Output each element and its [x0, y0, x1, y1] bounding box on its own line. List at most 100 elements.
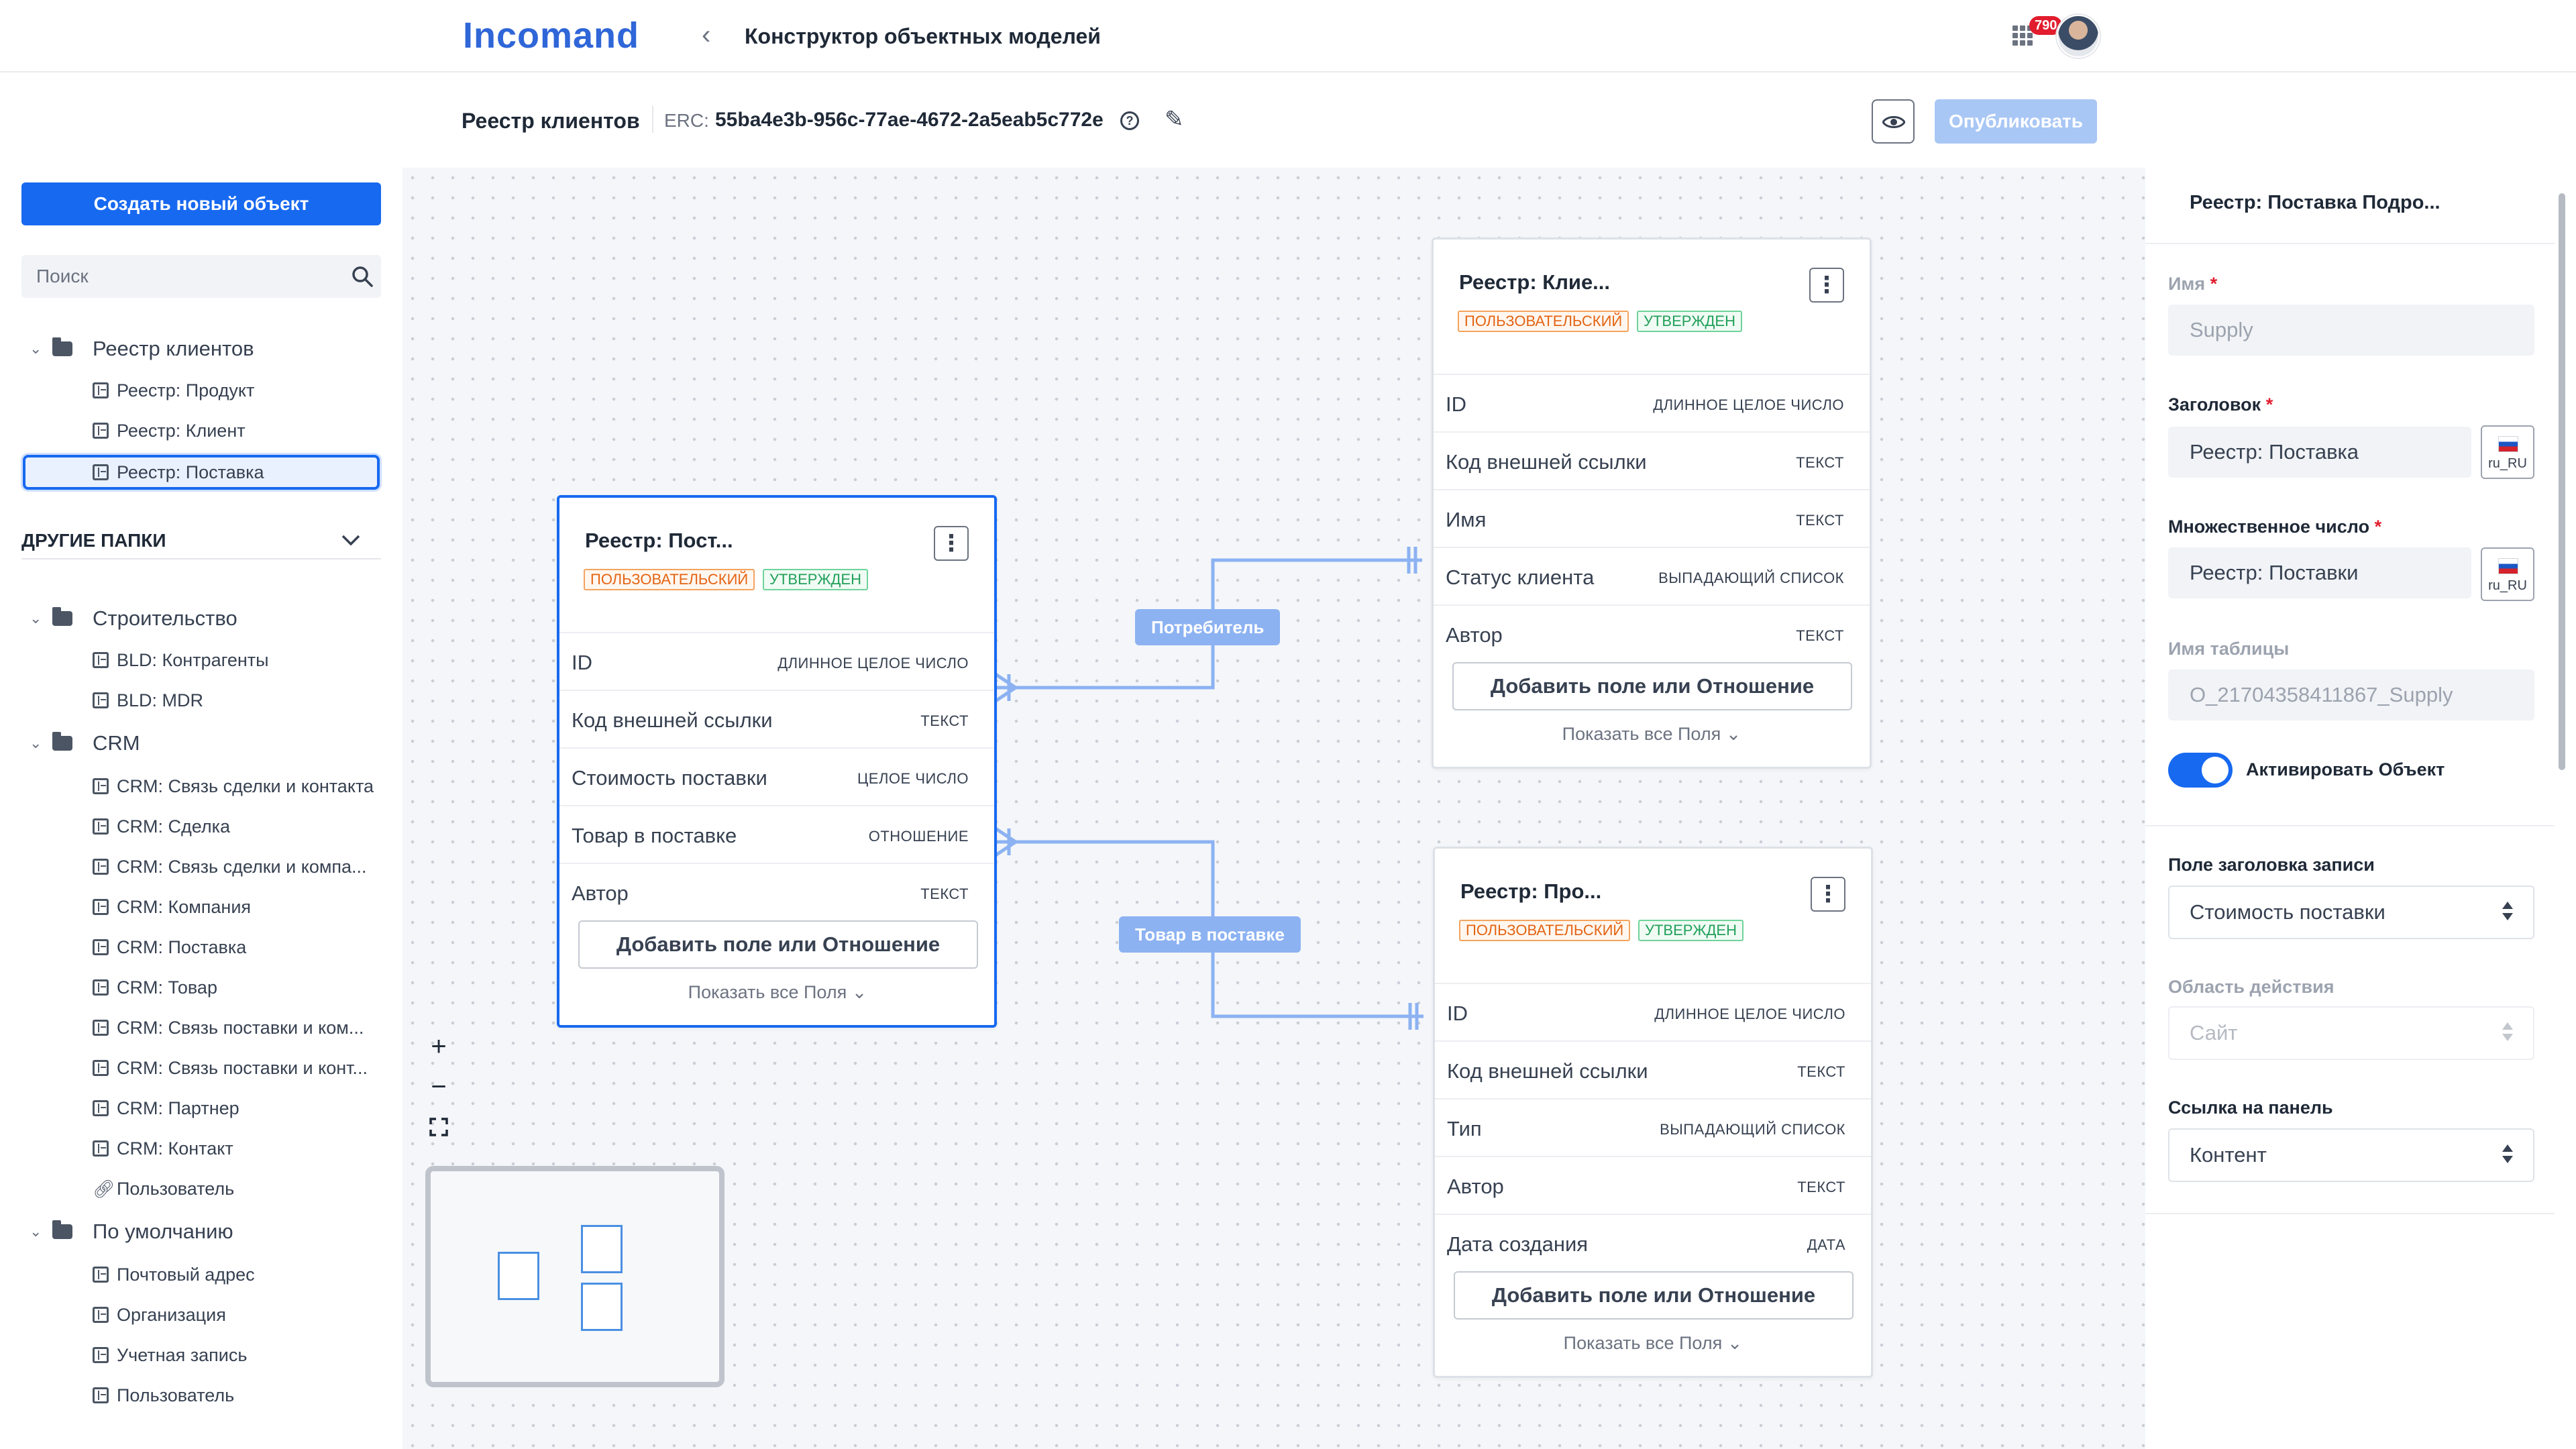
- other-folders-toggle[interactable]: ДРУГИЕ ПАПКИ: [21, 519, 381, 559]
- chevron-down-icon[interactable]: ⌄: [30, 735, 42, 751]
- search-icon[interactable]: [350, 264, 374, 288]
- tree-item-label: Реестр: Клиент: [117, 420, 246, 441]
- caption-locale-button[interactable]: ru_RU: [2481, 425, 2534, 479]
- help-icon[interactable]: ?: [1120, 111, 1139, 130]
- tree-item[interactable]: BLD: MDR: [93, 682, 203, 719]
- minimap[interactable]: [425, 1166, 724, 1387]
- show-all-fields-button[interactable]: Показать все Поля ⌄: [559, 982, 996, 1003]
- search-field[interactable]: [21, 255, 381, 298]
- fit-screen-icon[interactable]: [420, 1107, 458, 1147]
- tree-item-label: Реестр: Поставка: [117, 462, 264, 482]
- updown-chevron-icon: [2501, 1020, 2514, 1046]
- tree-item[interactable]: Учетная запись: [93, 1336, 247, 1374]
- folder-registry-clients[interactable]: ⌄ Реестр клиентов: [0, 330, 254, 368]
- tree-item[interactable]: CRM: Связь сделки и компа...: [93, 848, 367, 885]
- plural-locale-button[interactable]: ru_RU: [2481, 547, 2534, 601]
- tree-item[interactable]: CRM: Связь поставки и ком...: [93, 1009, 364, 1046]
- activate-object-toggle[interactable]: [2168, 753, 2233, 788]
- updown-chevron-icon: [2501, 899, 2514, 926]
- tree-item[interactable]: Почтовый адрес: [93, 1256, 255, 1293]
- badge-custom: ПОЛЬЗОВАТЕЛЬСКИЙ: [584, 569, 755, 590]
- chevron-down-icon[interactable]: ⌄: [30, 340, 42, 357]
- add-field-button[interactable]: Добавить поле или Отношение: [1452, 662, 1852, 710]
- tree-item-label: Организация: [117, 1304, 226, 1325]
- tree-item[interactable]: CRM: Сделка: [93, 808, 230, 845]
- search-input[interactable]: [36, 255, 331, 298]
- preview-button[interactable]: [1872, 99, 1915, 144]
- folder-construction[interactable]: ⌄Строительство: [0, 600, 237, 637]
- entity-card-supply[interactable]: Реестр: Пост... ⋮ ПОЛЬЗОВАТЕЛЬСКИЙ УТВЕР…: [557, 495, 997, 1028]
- tree-item[interactable]: CRM: Контакт: [93, 1130, 233, 1167]
- field-name: Автор: [1446, 623, 1503, 647]
- create-object-button[interactable]: Создать новый объект: [21, 182, 381, 225]
- entity-card-product[interactable]: Реестр: Про... ⋮ ПОЛЬЗОВАТЕЛЬСКИЙ УТВЕРЖ…: [1433, 847, 1873, 1378]
- avatar[interactable]: [2057, 15, 2100, 58]
- record-title-select[interactable]: Стоимость поставки: [2168, 885, 2534, 939]
- show-all-fields-button[interactable]: Показать все Поля ⌄: [1434, 724, 1870, 745]
- tree-item[interactable]: Реестр: Клиент: [93, 412, 246, 449]
- publish-button[interactable]: Опубликовать: [1935, 99, 2097, 144]
- tree-item[interactable]: Организация: [93, 1296, 226, 1334]
- tree-item[interactable]: Пользователь: [93, 1377, 234, 1414]
- scope-select: Сайт: [2168, 1006, 2534, 1060]
- folder-default[interactable]: ⌄По умолчанию: [0, 1213, 233, 1250]
- minimap-node: [581, 1225, 623, 1273]
- chevron-down-icon[interactable]: ⌄: [30, 610, 42, 627]
- caption-field[interactable]: Реестр: Поставка: [2168, 427, 2471, 478]
- chevron-down-icon: [341, 535, 360, 546]
- name-field: Supply: [2168, 305, 2534, 356]
- diagram-canvas[interactable]: Потребитель Товар в поставке Реестр: Пос…: [402, 168, 2145, 1449]
- scrollbar-thumb[interactable]: [2559, 193, 2565, 770]
- folder-label: Реестр клиентов: [93, 337, 254, 360]
- table-icon: [93, 1267, 109, 1283]
- back-chevron-icon[interactable]: ‹: [702, 20, 711, 50]
- kebab-menu-icon[interactable]: ⋮: [1811, 877, 1845, 912]
- entity-card-client[interactable]: Реестр: Клие... ⋮ ПОЛЬЗОВАТЕЛЬСКИЙ УТВЕР…: [1432, 237, 1872, 769]
- tree-item[interactable]: CRM: Товар: [93, 969, 217, 1006]
- tree-item[interactable]: CRM: Поставка: [93, 928, 246, 966]
- add-field-button[interactable]: Добавить поле или Отношение: [1454, 1271, 1854, 1320]
- relation-label-consumer[interactable]: Потребитель: [1135, 609, 1281, 645]
- tree-item[interactable]: CRM: Связь поставки и конт...: [93, 1049, 368, 1087]
- tree-item[interactable]: 🔗︎Пользователь: [93, 1170, 234, 1208]
- add-field-button[interactable]: Добавить поле или Отношение: [578, 920, 978, 969]
- folder-crm[interactable]: ⌄CRM: [0, 724, 140, 762]
- tree-item-selected[interactable]: Реестр: Поставка: [93, 453, 264, 491]
- tree-item[interactable]: CRM: Связь сделки и контакта: [93, 767, 374, 805]
- tree-item[interactable]: CRM: Компания: [93, 888, 251, 926]
- pencil-icon[interactable]: ✎: [1165, 107, 1184, 132]
- panel-scrollbar[interactable]: [2557, 188, 2567, 1208]
- folder-icon: [52, 732, 72, 751]
- tree-item[interactable]: Реестр: Продукт: [93, 372, 254, 409]
- zoom-in-button[interactable]: +: [431, 1032, 447, 1061]
- erc-value: 55ba4e3b-956c-77ae-4672-2a5eab5c772e: [715, 109, 1104, 131]
- panel-link-select[interactable]: Контент: [2168, 1128, 2534, 1182]
- locale-label: ru_RU: [2488, 578, 2527, 593]
- tree-item[interactable]: CRM: Партнер: [93, 1089, 239, 1127]
- flag-ru-icon: [2498, 558, 2518, 574]
- show-all-fields-button[interactable]: Показать все Поля ⌄: [1435, 1333, 1871, 1354]
- record-title-value: Стоимость поставки: [2190, 900, 2385, 924]
- tree-item[interactable]: BLD: Контрагенты: [93, 641, 269, 679]
- chevron-down-icon[interactable]: ⌄: [30, 1223, 42, 1240]
- zoom-out-button[interactable]: −: [431, 1072, 447, 1102]
- kebab-menu-icon[interactable]: ⋮: [1809, 268, 1844, 303]
- relation-label-product-in-supply[interactable]: Товар в поставке: [1119, 916, 1301, 953]
- kebab-menu-icon[interactable]: ⋮: [934, 526, 969, 561]
- plural-field[interactable]: Реестр: Поставки: [2168, 547, 2471, 598]
